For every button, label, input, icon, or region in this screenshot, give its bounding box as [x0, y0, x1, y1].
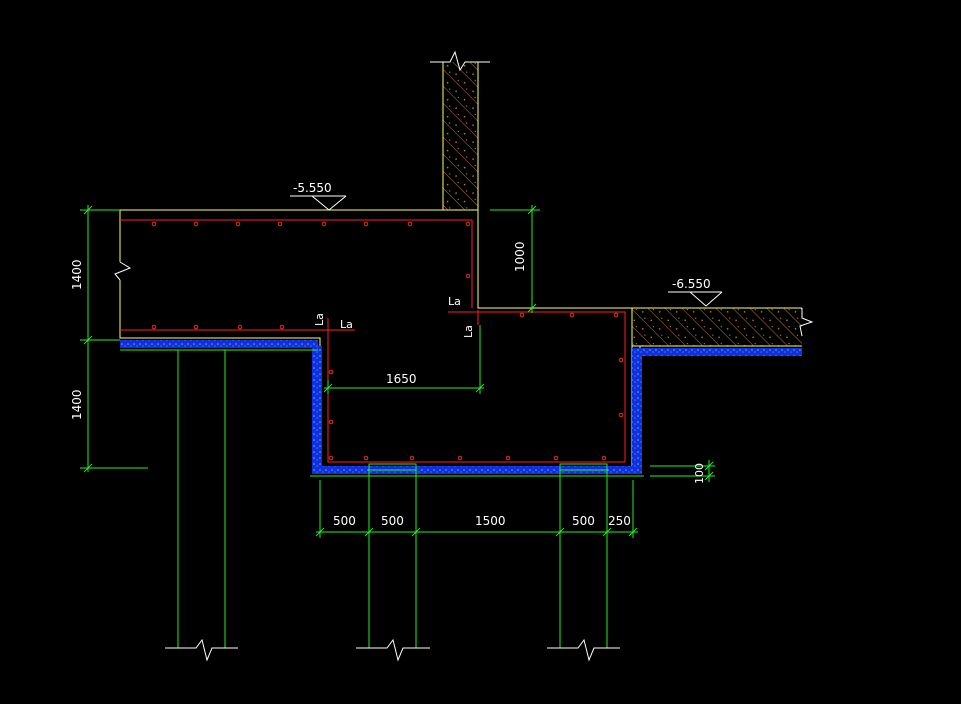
soil-hatched-right — [632, 307, 814, 347]
la-right-vertical: La — [462, 325, 475, 338]
elevation-upper-label: -5.550 — [293, 181, 332, 195]
dim-left-upper: 1400 — [70, 259, 84, 290]
elevation-marker-upper: -5.550 — [290, 181, 347, 211]
wall-hatched — [430, 50, 490, 210]
dimension-step-length: 1650 — [323, 325, 485, 394]
dim-bottom-1: 500 — [333, 514, 356, 528]
dim-bottom-5: 250 — [608, 514, 631, 528]
piles — [165, 350, 620, 662]
dimension-bottom-chain: 500 500 1500 500 250 — [315, 480, 638, 538]
dim-step-height: 1000 — [513, 241, 527, 272]
dim-bottom-3: 1500 — [475, 514, 506, 528]
rebar-dots — [151, 221, 624, 461]
elevation-marker-lower: -6.550 — [668, 277, 723, 307]
anchorage-labels: La La La La — [313, 295, 475, 338]
dimension-left: 1400 1400 — [70, 205, 148, 473]
elevation-lower-label: -6.550 — [672, 277, 711, 291]
la-right-horizontal: La — [448, 295, 461, 308]
la-left-vertical: La — [313, 313, 326, 326]
dim-cushion: 100 — [693, 463, 706, 484]
dim-step-length: 1650 — [386, 372, 417, 386]
dimension-cushion: 100 — [650, 460, 715, 484]
dim-bottom-2: 500 — [381, 514, 404, 528]
waterproofing-layer — [120, 340, 802, 477]
la-left-horizontal: La — [340, 318, 353, 331]
dim-bottom-4: 500 — [572, 514, 595, 528]
rebar-lines — [120, 219, 626, 463]
dim-left-lower: 1400 — [70, 389, 84, 420]
dimension-step-height: 1000 — [490, 205, 540, 313]
